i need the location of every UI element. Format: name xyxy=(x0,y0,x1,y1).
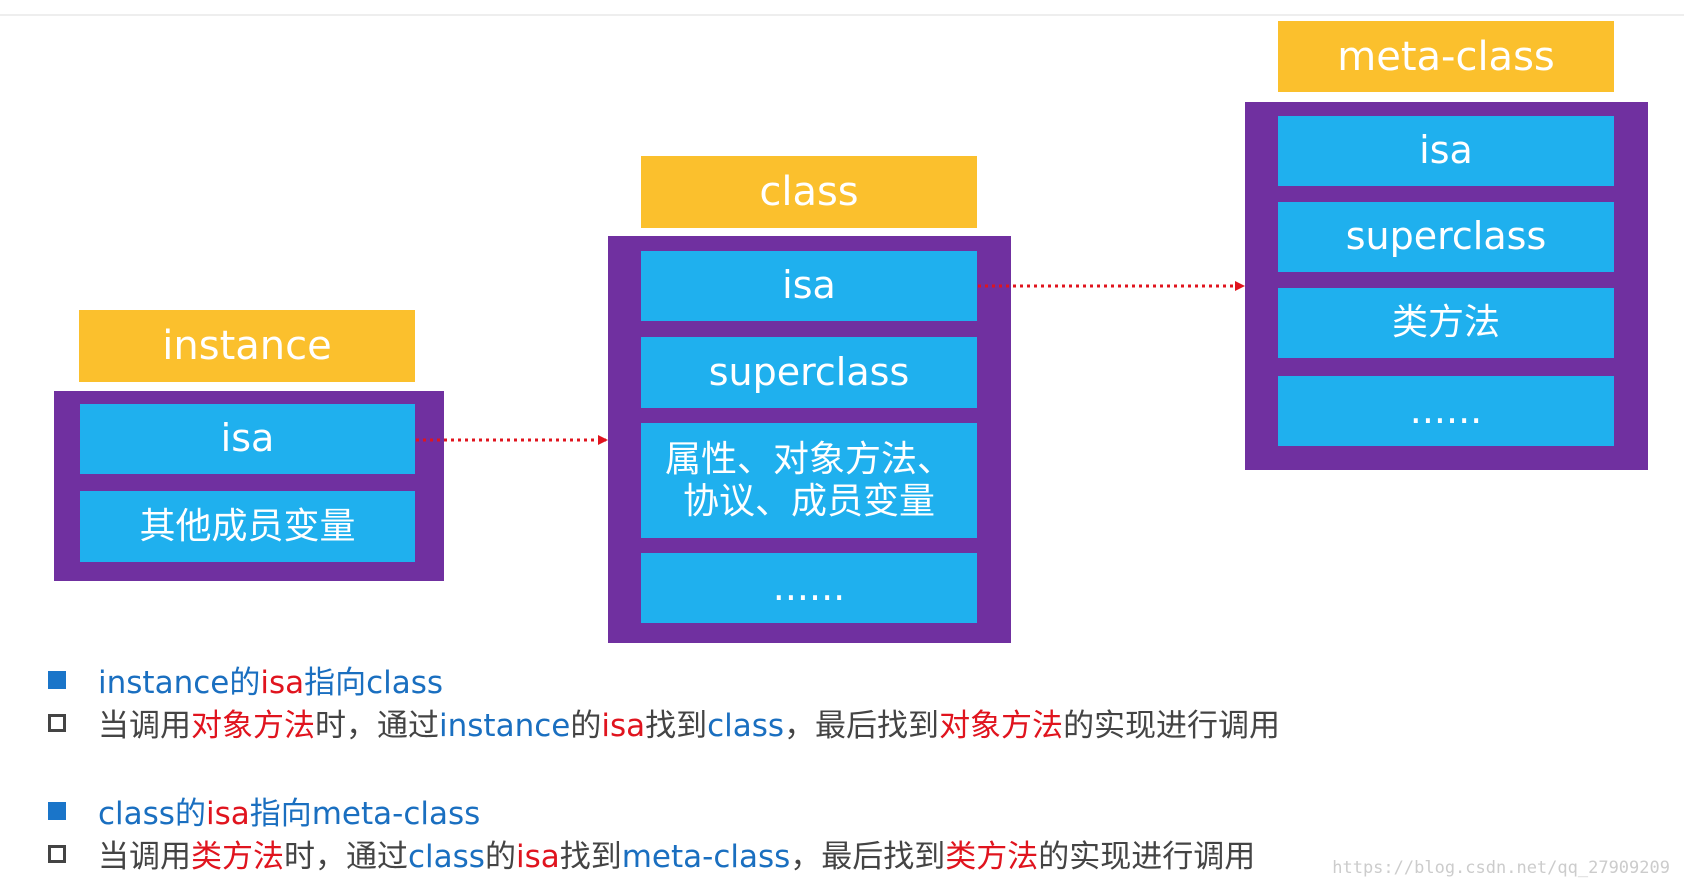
meta-class-isa-cell: isa xyxy=(1278,116,1614,186)
instance-title: instance xyxy=(79,310,415,382)
meta-class-title: meta-class xyxy=(1278,21,1614,92)
class-title: class xyxy=(641,156,977,228)
class-superclass-cell: superclass xyxy=(641,337,977,408)
hollow-square-bullet-icon xyxy=(48,713,66,732)
meta-class-ellipsis-cell: ...... xyxy=(1278,376,1614,446)
meta-class-class-methods-cell: 类方法 xyxy=(1278,288,1614,358)
class-isa-cell: isa xyxy=(641,251,977,321)
filled-square-bullet-icon xyxy=(48,801,66,820)
hollow-square-bullet-icon xyxy=(48,844,66,863)
note-instance-isa: instance的isa指向class xyxy=(48,657,443,702)
class-properties-methods-cell: 属性、对象方法、 协议、成员变量 xyxy=(641,423,977,538)
note-text: class的isa指向meta-class xyxy=(98,796,481,832)
class-properties-line1: 属性、对象方法、 xyxy=(664,439,953,481)
watermark: https://blog.csdn.net/qq_27909209 xyxy=(1332,858,1670,878)
instance-member-vars-cell: 其他成员变量 xyxy=(80,491,415,562)
note-object-method-call: 当调用对象方法时，通过instance的isa找到class，最后找到对象方法的… xyxy=(48,700,1280,745)
filled-square-bullet-icon xyxy=(48,670,66,689)
meta-class-superclass-cell: superclass xyxy=(1278,202,1614,272)
class-properties-line2: 协议、成员变量 xyxy=(682,480,935,522)
note-class-isa: class的isa指向meta-class xyxy=(48,788,480,833)
note-text: 当调用对象方法时，通过instance的isa找到class，最后找到对象方法的… xyxy=(98,708,1281,744)
top-divider xyxy=(0,14,1684,16)
instance-isa-cell: isa xyxy=(80,404,415,474)
note-class-method-call: 当调用类方法时，通过class的isa找到meta-class，最后找到类方法的… xyxy=(48,831,1255,876)
note-text: 当调用类方法时，通过class的isa找到meta-class，最后找到类方法的… xyxy=(98,839,1256,875)
note-text: instance的isa指向class xyxy=(98,665,444,701)
class-ellipsis-cell: ...... xyxy=(641,553,977,623)
